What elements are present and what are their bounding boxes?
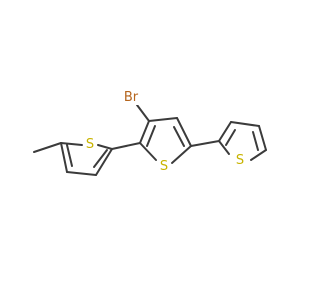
bond-center-ring-2 xyxy=(148,117,178,122)
bond-center-ring-3 xyxy=(176,117,192,147)
bond-center-ring-3-double xyxy=(173,126,185,147)
sulfur-atom-right-label: S xyxy=(234,153,246,168)
bond-layer xyxy=(33,104,267,176)
bond-right-ring-4 xyxy=(258,125,267,151)
bond-left-ring-2-double xyxy=(66,144,73,167)
bond-center-right xyxy=(190,140,220,147)
bond-left-ring-2 xyxy=(60,142,68,173)
bond-center-ring-5 xyxy=(139,142,157,161)
methyl-bond xyxy=(33,142,62,153)
sulfur-atom-left-label: S xyxy=(84,137,96,152)
bond-right-ring-3 xyxy=(230,121,260,127)
bromine-bond xyxy=(136,104,150,122)
bond-right-ring-5 xyxy=(250,149,267,161)
bond-left-ring-3 xyxy=(66,171,97,176)
bond-right-ring-4-double xyxy=(252,131,259,151)
bond-center-ring-4 xyxy=(171,145,192,164)
bond-right-ring-2-double xyxy=(225,129,236,146)
bond-left-ring-4 xyxy=(95,148,113,176)
bond-left-ring-1 xyxy=(60,142,83,146)
bromine-atom-label: Br xyxy=(122,90,140,105)
molecule-diagram: Br S S S xyxy=(33,90,267,176)
bond-left-ring-4-double xyxy=(93,149,108,168)
bond-left-center xyxy=(111,142,141,150)
sulfur-atom-center-label: S xyxy=(158,159,170,174)
bond-center-ring-1-double xyxy=(146,125,156,147)
bond-right-ring-1 xyxy=(218,140,230,155)
bond-center-ring-1 xyxy=(139,120,150,144)
bond-right-ring-2 xyxy=(218,121,232,142)
bond-left-ring-5 xyxy=(97,144,113,150)
